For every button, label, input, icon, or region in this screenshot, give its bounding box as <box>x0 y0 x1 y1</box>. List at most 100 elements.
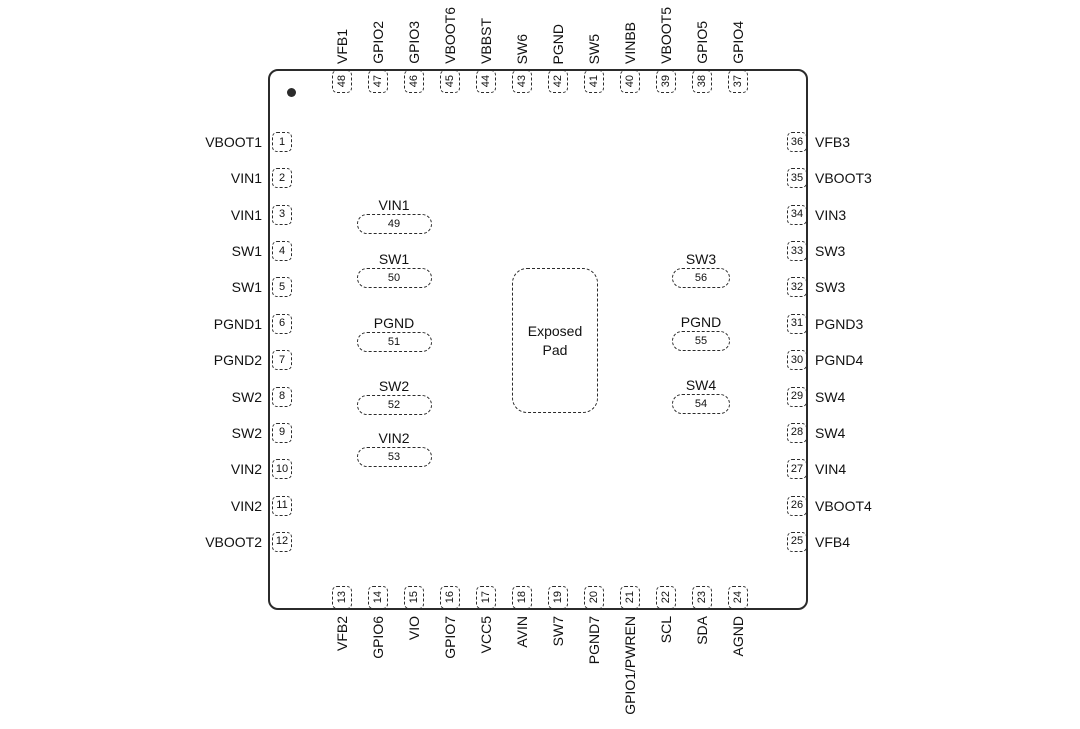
pin-2-label: VIN1 <box>230 170 262 187</box>
inner-pad-number: 54 <box>694 397 708 410</box>
inner-pad-55: 55 <box>672 331 730 351</box>
pin-number: 24 <box>731 591 744 604</box>
inner-pad-54-label: SW4 <box>685 377 717 393</box>
pin-14-label: GPIO6 <box>370 616 386 659</box>
inner-pad-56-label: SW3 <box>685 251 717 267</box>
inner-pad-number: 52 <box>387 398 401 411</box>
inner-pad-49: 49 <box>356 214 432 234</box>
pin-41-label: SW5 <box>586 33 602 64</box>
pin-38-label: GPIO5 <box>694 21 710 64</box>
pin-number: 36 <box>790 135 804 148</box>
pin-1-label: VBOOT1 <box>205 134 262 150</box>
pin-number: 34 <box>790 208 804 221</box>
pin-34-label: VIN3 <box>815 206 847 223</box>
pin-number: 23 <box>695 591 708 604</box>
pin-40-label: VINBB <box>622 21 638 64</box>
pin-pad-43: 43 <box>512 70 532 93</box>
pin-22-label: SCL <box>658 616 674 644</box>
pin-10-label: VIN2 <box>230 461 262 478</box>
pin-number: 45 <box>443 75 456 88</box>
pin-pad-46: 46 <box>404 70 424 93</box>
pin-pad-30: 30 <box>787 350 807 371</box>
pin-43-label: SW6 <box>514 33 530 64</box>
exposed-pad-label-line1: Exposed <box>527 322 583 339</box>
inner-pad-50: 50 <box>356 268 432 288</box>
pin-number: 29 <box>790 390 804 403</box>
pin-number: 15 <box>407 591 420 604</box>
pin-pad-29: 29 <box>787 386 807 407</box>
pin-4-label: SW1 <box>231 243 262 260</box>
pin-number: 10 <box>275 462 289 475</box>
inner-pad-number: 53 <box>387 450 401 463</box>
pin-25-label: VFB4 <box>815 533 851 550</box>
pin-number: 35 <box>790 171 804 184</box>
pin-number: 17 <box>479 591 492 604</box>
pin-pad-41: 41 <box>584 70 604 93</box>
pin-18-label: AVIN <box>514 616 530 648</box>
pin-15-label: VIO <box>406 616 422 641</box>
pin-number: 43 <box>515 75 528 88</box>
pin-8-label: SW2 <box>231 388 262 405</box>
pin-44-label: VBBST <box>478 18 494 64</box>
inner-pad-number: 50 <box>387 271 401 284</box>
pin-pad-3: 3 <box>272 204 292 225</box>
pin-number: 42 <box>551 75 564 88</box>
pin-number: 20 <box>587 591 600 604</box>
pin-35-label: VBOOT3 <box>815 170 872 187</box>
pin-9-label: SW2 <box>231 424 262 441</box>
pin-pad-9: 9 <box>272 422 292 443</box>
pin-number: 46 <box>407 75 420 88</box>
inner-pad-56: 56 <box>672 268 730 288</box>
pin-21-label: GPIO1/PWREN <box>622 616 638 715</box>
pin-number: 26 <box>790 499 804 512</box>
pin-number: 3 <box>278 208 286 221</box>
pin-28-label: SW4 <box>815 424 846 441</box>
pin-number: 39 <box>659 75 672 88</box>
pin-number: 14 <box>371 591 384 604</box>
pin-33-label: SW3 <box>815 243 846 260</box>
pin-17-label: VCC5 <box>478 616 494 654</box>
inner-pad-53-label: VIN2 <box>378 430 410 446</box>
chip-body <box>268 69 808 610</box>
pin-number: 6 <box>278 317 286 330</box>
pin-number: 30 <box>790 353 804 366</box>
pin-number: 16 <box>443 591 456 604</box>
pin-number: 12 <box>275 535 289 548</box>
pin-number: 44 <box>479 75 492 88</box>
pin-27-label: VIN4 <box>815 461 847 478</box>
pin-26-label: VBOOT4 <box>815 497 872 514</box>
pin-number: 32 <box>790 280 804 293</box>
pin-36-label: VFB3 <box>815 134 851 150</box>
pin-pad-45: 45 <box>440 70 460 93</box>
pin-pad-23: 23 <box>692 586 712 609</box>
pin-30-label: PGND4 <box>815 352 864 369</box>
pin-pad-13: 13 <box>332 586 352 609</box>
pin-number: 40 <box>623 75 636 88</box>
inner-pad-52: 52 <box>356 395 432 415</box>
pin-number: 22 <box>659 591 672 604</box>
pin-pad-2: 2 <box>272 168 292 189</box>
pin-32-label: SW3 <box>815 279 846 296</box>
pin-pad-35: 35 <box>787 168 807 189</box>
pin-pad-21: 21 <box>620 586 640 609</box>
pin-pad-6: 6 <box>272 313 292 334</box>
exposed-pad-label-line2: Pad <box>542 341 568 358</box>
pin-pad-38: 38 <box>692 70 712 93</box>
pin-7-label: PGND2 <box>213 352 262 369</box>
pin-number: 11 <box>276 499 288 512</box>
pin-number: 41 <box>587 75 600 88</box>
pin-number: 5 <box>278 280 286 293</box>
inner-pad-52-label: SW2 <box>378 378 410 394</box>
pin-number: 47 <box>371 75 384 88</box>
pin-number: 33 <box>790 244 804 257</box>
pin-pad-16: 16 <box>440 586 460 609</box>
pin-number: 31 <box>790 317 804 330</box>
pin-13-label: VFB2 <box>334 616 350 652</box>
pin-number: 38 <box>695 75 708 88</box>
pin-46-label: GPIO3 <box>406 21 422 64</box>
pin-pad-14: 14 <box>368 586 388 609</box>
pin-6-label: PGND1 <box>213 315 262 332</box>
pin-23-label: SDA <box>694 616 710 645</box>
pin-number: 48 <box>335 75 348 88</box>
pin-pad-37: 37 <box>728 70 748 93</box>
